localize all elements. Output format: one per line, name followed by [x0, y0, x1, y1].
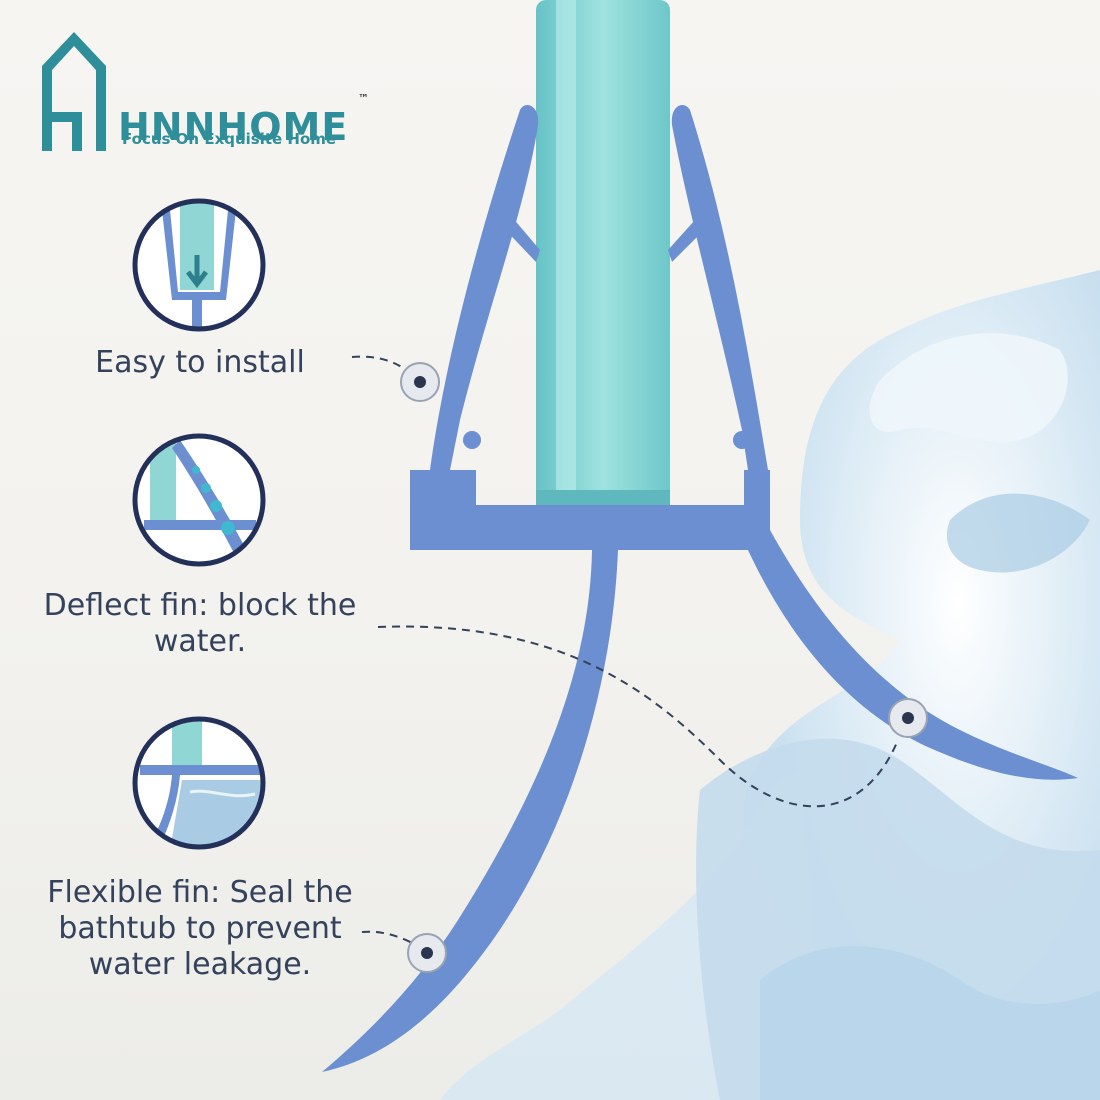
water-drops-icon — [132, 433, 266, 567]
house-logo-icon — [42, 32, 106, 151]
brand-logo: HNNHOME ™ Focus On Exquisite Home — [30, 26, 390, 156]
glass-panel — [536, 0, 670, 506]
brand-name: HNNHOME — [118, 105, 349, 149]
water-splash — [440, 270, 1100, 1100]
bathtub-seal-icon — [132, 716, 266, 850]
brand-tagline: Focus On Exquisite Home — [122, 130, 337, 148]
feature-label-deflect-fin: Deflect fin: block the water. — [43, 588, 357, 659]
feature-label-install: Easy to install — [95, 345, 305, 380]
callout-marker-deflect — [888, 698, 928, 738]
callout-marker-flexible — [407, 933, 447, 973]
install-arrow-icon — [132, 198, 266, 332]
trademark-symbol: ™ — [358, 92, 369, 105]
callout-marker-install — [400, 362, 440, 402]
feature-label-flexible-fin: Flexible fin: Seal the bathtub to preven… — [47, 875, 353, 982]
